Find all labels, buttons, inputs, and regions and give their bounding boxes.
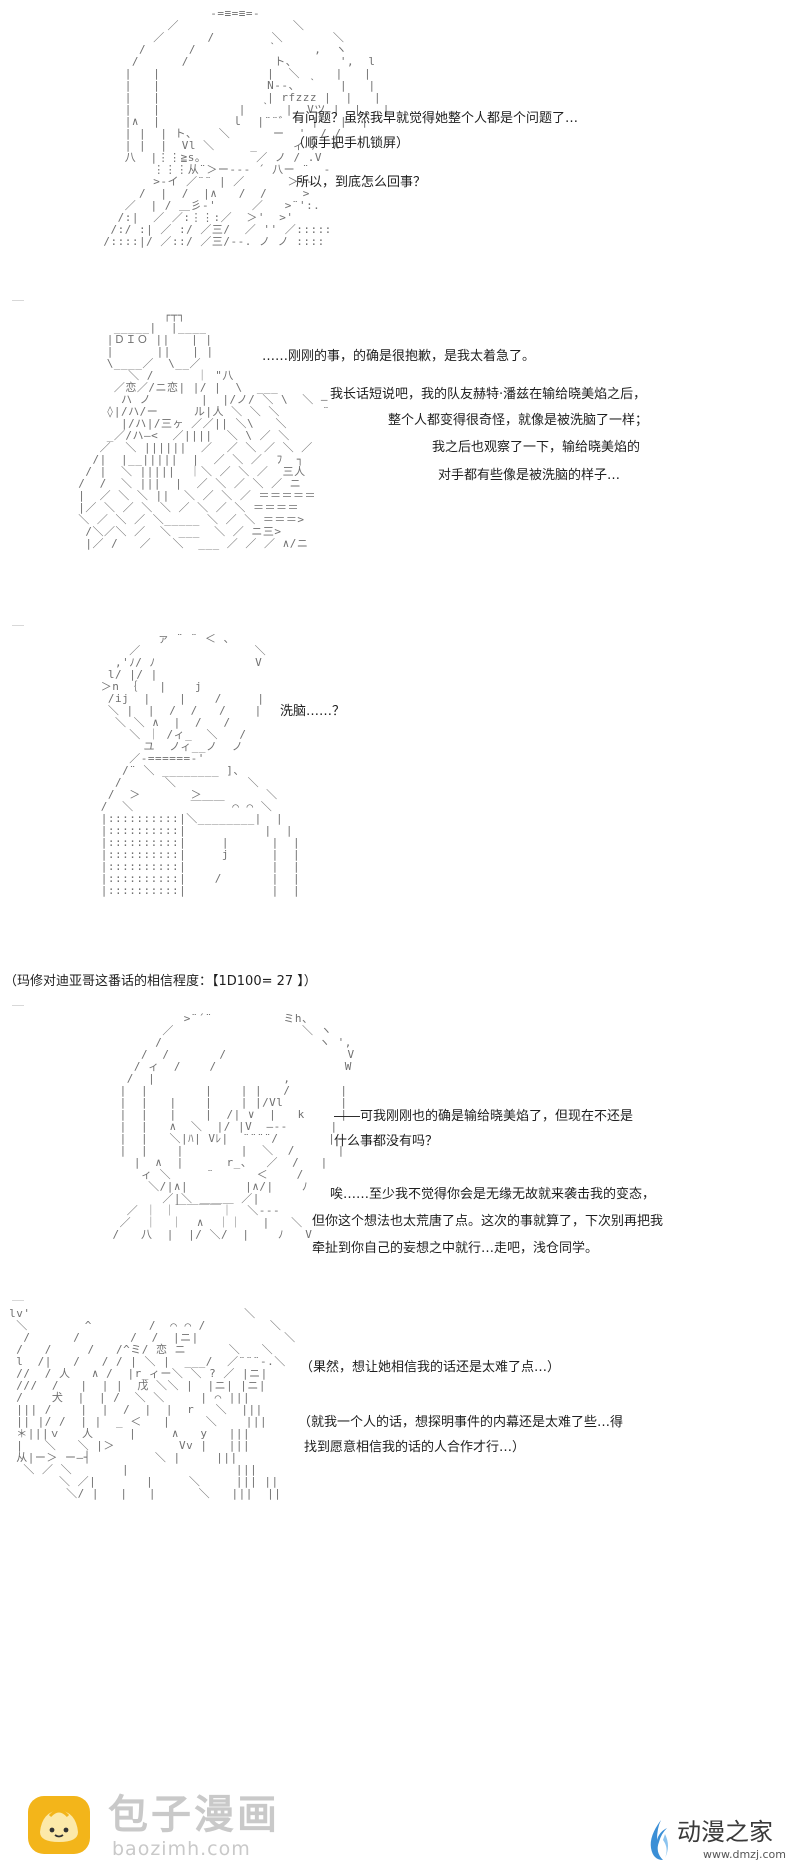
ascii-art-character: ァ ¨ ¨ ＜ 、 ／ ＼ ,'ﾉ/ ﾉ V l/ |/ | ＞n ｛ | j …	[100, 632, 301, 897]
dialogue-line: 牵扯到你自己的妄想之中就行…走吧，浅仓同学。	[312, 1241, 599, 1256]
dialogue-line: 所以，到底怎么回事？	[296, 175, 427, 190]
panel-2: ┌┬┐ _____| |____ |ＤＩＯ || | | | || | | \_…	[0, 300, 800, 625]
panel-divider	[12, 1005, 24, 1006]
panel-4: >¨´¨ ミh、 ／ ＼ ヽ / ヽ ', / / / V / ィ / / W …	[0, 1005, 800, 1295]
dmzj-watermark: 动漫之家 www.dmzj.com	[645, 1818, 795, 1866]
dialogue-line: 对手都有些像是被洗脑的样子…	[438, 468, 621, 483]
ascii-art-character: ┌┬┐ _____| |____ |ＤＩＯ || | | | || | | \_…	[78, 309, 350, 550]
panel-1: -=≡=≡=- ／ ＼ ／ / ＼ ＼ / / ｀ , ヽ / / ト、 ', …	[0, 0, 800, 300]
dialogue-line: ――可我刚刚也的确是输给晓美焰了，但现在不还是	[334, 1109, 634, 1124]
bun-logo-icon	[28, 1796, 90, 1854]
baozimh-watermark: 包子漫画 baozimh.com	[22, 1790, 332, 1865]
dialogue-line: 整个人都变得很奇怪，就像是被洗脑了一样；	[388, 413, 649, 428]
panel-5: lv' ＼ ＼ ^ / ⌒ ⌒ / ＼ / / / / |ニ| ＼ / / / …	[0, 1300, 800, 1800]
dialogue-line: 唉……至少我不觉得你会是无缘无故就来袭击我的变态，	[330, 1187, 656, 1202]
dice-roll-text: （玛修对迪亚哥这番话的相信程度：【1D100= 27 】）	[4, 974, 317, 989]
dialogue-line: 洗脑……？	[280, 704, 346, 719]
dialogue-line: 我长话短说吧，我的队友赫特·潘兹在输给晓美焰之后，	[330, 387, 647, 402]
panel-divider	[12, 1300, 24, 1301]
dice-roll-note: （玛修对迪亚哥这番话的相信程度：【1D100= 27 】）	[0, 970, 800, 995]
panel-divider	[12, 625, 24, 626]
dialogue-line: 有问题？虽然我早就觉得她整个人都是个问题了…	[292, 111, 579, 126]
dialogue-line: 但你这个想法也太荒唐了点。这次的事就算了，下次别再把我	[312, 1214, 664, 1229]
dialogue-line: 什么事都没有吗？	[334, 1134, 439, 1149]
watermark-url-text: baozimh.com	[112, 1838, 251, 1860]
panel-divider	[12, 300, 24, 301]
dialogue-line: 我之后也观察了一下，输给晓美焰的	[432, 440, 641, 455]
watermark-cn-text: 包子漫画	[108, 1792, 280, 1838]
ascii-art-character: lv' ＼ ＼ ^ / ⌒ ⌒ / ＼ / / / / |ニ| ＼ / / / …	[9, 1307, 296, 1500]
dialogue-line: （果然，想让她相信我的话还是太难了点…）	[300, 1360, 561, 1375]
dialogue-line: ……刚刚的事，的确是很抱歉，是我太着急了。	[262, 349, 536, 364]
ascii-art-character: -=≡=≡=- ／ ＼ ／ / ＼ ＼ / / ｀ , ヽ / / ト、 ', …	[103, 7, 390, 248]
dialogue-line: （就我一个人的话，想探明事件的内幕还是太难了些…得	[298, 1415, 624, 1430]
watermark-cn-text: 动漫之家	[677, 1818, 773, 1846]
dialogue-line: （顺手把手机锁屏）	[292, 136, 410, 151]
watermark-url-text: www.dmzj.com	[703, 1848, 786, 1861]
panel-3: ァ ¨ ¨ ＜ 、 ／ ＼ ,'ﾉ/ ﾉ V l/ |/ | ＞n ｛ | j …	[0, 625, 800, 970]
dialogue-line: 找到愿意相信我的话的人合作才行…）	[304, 1440, 526, 1455]
ascii-art-character: >¨´¨ ミh、 ／ ＼ ヽ / ヽ ', / / / V / ィ / / W …	[112, 1012, 355, 1241]
flame-logo-icon	[650, 1820, 668, 1860]
